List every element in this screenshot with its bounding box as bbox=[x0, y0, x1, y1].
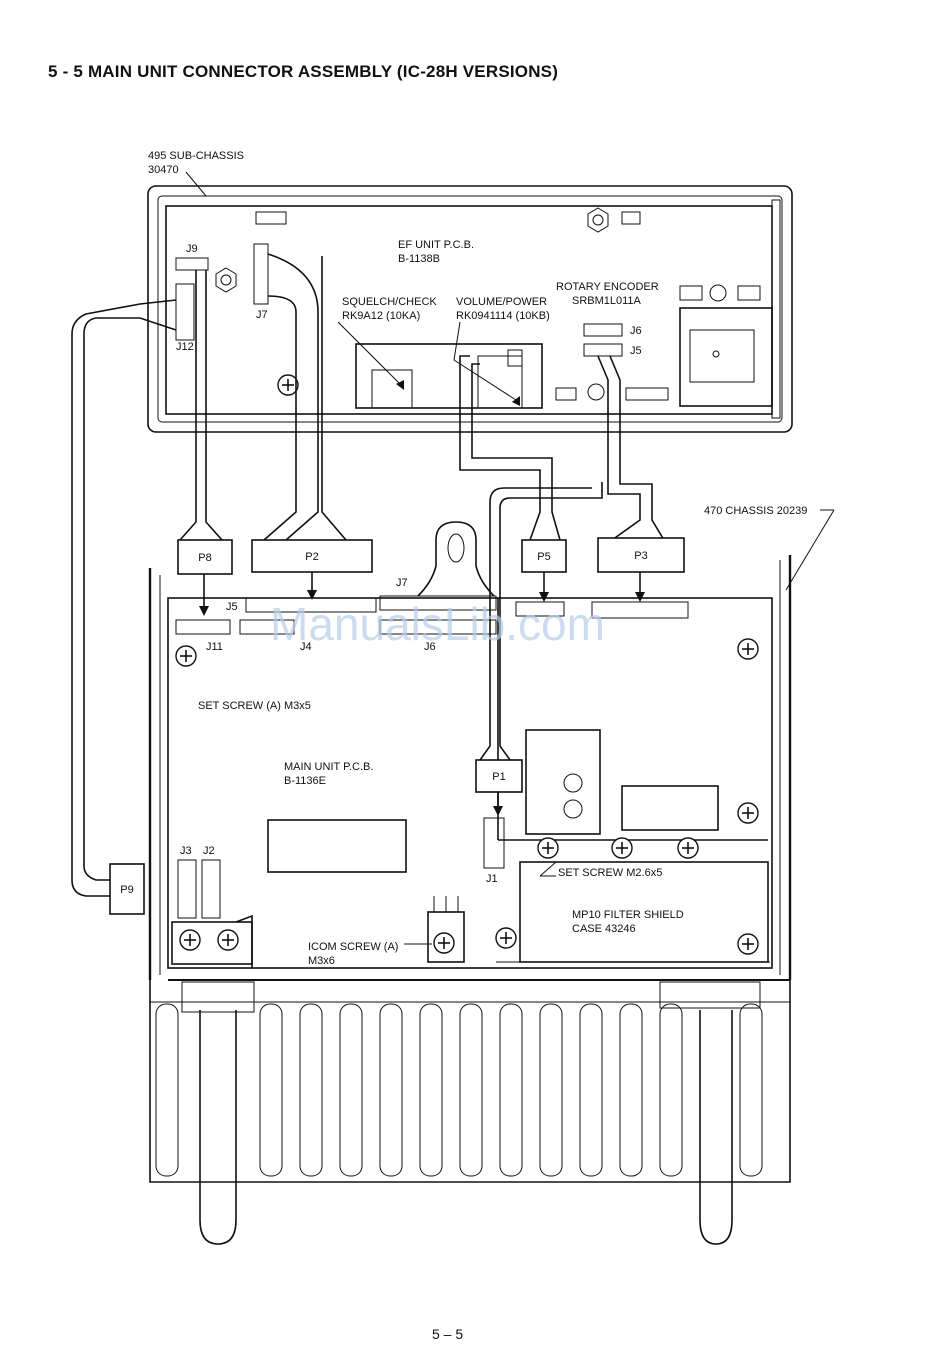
set-screw-a-icon bbox=[175, 645, 197, 667]
ef-j12-connector bbox=[175, 283, 195, 341]
icom-screw-icon bbox=[433, 932, 455, 954]
screw-icon bbox=[737, 638, 759, 660]
label-p8: P8 bbox=[198, 552, 211, 564]
plug-p1 bbox=[475, 759, 523, 793]
label-p5: P5 bbox=[537, 551, 550, 563]
label-p1: P1 bbox=[492, 771, 505, 783]
label-volume-num: RK0941114 (10KB) bbox=[456, 310, 550, 322]
label-p2: P2 bbox=[305, 551, 318, 563]
label-icom-screw: ICOM SCREW (A) bbox=[308, 941, 398, 953]
label-chassis-470: 470 CHASSIS 20239 bbox=[704, 505, 807, 517]
page-title: 5 - 5 MAIN UNIT CONNECTOR ASSEMBLY (IC-2… bbox=[48, 62, 559, 81]
screw-icon bbox=[677, 837, 699, 859]
screw-icon bbox=[737, 933, 759, 955]
label-main-j11: J11 bbox=[206, 641, 223, 653]
label-mp10-case: CASE 43246 bbox=[572, 923, 636, 935]
leader-lines bbox=[185, 171, 835, 945]
screw-icon bbox=[737, 802, 759, 824]
ef-unit-components bbox=[175, 207, 773, 409]
label-main-j1: J1 bbox=[486, 873, 498, 885]
label-main-j2: J2 bbox=[203, 845, 215, 857]
diagram-labels: 495 SUB-CHASSIS 30470 EF UNIT P.C.B. B-1… bbox=[120, 150, 807, 967]
ef-screw-icon bbox=[277, 374, 299, 396]
page-number: 5 – 5 bbox=[432, 1326, 464, 1342]
ef-j5-connector bbox=[583, 343, 623, 357]
heatsink bbox=[149, 980, 791, 1245]
plug-p3 bbox=[597, 537, 685, 573]
label-rotary-encoder-num: SRBM1L011A bbox=[572, 295, 642, 307]
label-sub-chassis: 495 SUB-CHASSIS bbox=[148, 150, 244, 162]
main-chassis bbox=[148, 555, 792, 981]
label-main-j4: J4 bbox=[300, 641, 312, 653]
main-j11-connector bbox=[175, 619, 231, 635]
plug-p2 bbox=[251, 539, 373, 573]
label-main-j5: J5 bbox=[226, 601, 238, 613]
main-j1-connector bbox=[483, 817, 505, 869]
label-main-j3: J3 bbox=[180, 845, 192, 857]
label-set-screw-m26: SET SCREW M2.6x5 bbox=[558, 867, 662, 879]
label-squelch-num: RK9A12 (10KA) bbox=[342, 310, 420, 322]
label-sub-chassis-num: 30470 bbox=[148, 164, 179, 176]
label-volume: VOLUME/POWER bbox=[456, 296, 547, 308]
ef-j6-connector bbox=[583, 323, 623, 337]
label-main-unit: MAIN UNIT P.C.B. bbox=[284, 761, 373, 773]
plug-p9 bbox=[109, 863, 145, 915]
main-j2-connector bbox=[201, 859, 221, 919]
label-main-j6: J6 bbox=[424, 641, 436, 653]
label-set-screw-a: SET SCREW (A) M3x5 bbox=[198, 700, 311, 712]
wiring bbox=[71, 253, 685, 915]
label-ef-j6: J6 bbox=[630, 325, 642, 337]
label-main-j7: J7 bbox=[396, 577, 408, 589]
plug-p8 bbox=[177, 539, 233, 575]
label-rotary-encoder: ROTARY ENCODER bbox=[556, 281, 659, 293]
ef-j9-connector bbox=[175, 257, 209, 271]
main-j4-connector bbox=[239, 619, 295, 635]
main-j6-connector bbox=[379, 619, 497, 635]
ef-j7-connector bbox=[253, 243, 269, 305]
screw-icon bbox=[217, 929, 239, 951]
label-ef-unit-num: B-1138B bbox=[398, 253, 440, 265]
screw-icon bbox=[611, 837, 633, 859]
set-screw-m26-icon bbox=[537, 837, 559, 859]
label-mp10: MP10 FILTER SHIELD bbox=[572, 909, 684, 921]
label-squelch: SQUELCH/CHECK bbox=[342, 296, 437, 308]
main-j3-connector bbox=[177, 859, 197, 919]
label-ef-j5: J5 bbox=[630, 345, 642, 357]
label-ef-j7: J7 bbox=[256, 309, 268, 321]
label-icom-screw-size: M3x6 bbox=[308, 955, 335, 967]
label-main-unit-num: B-1136E bbox=[284, 775, 326, 787]
screw-icon bbox=[495, 927, 517, 949]
label-ef-j9: J9 bbox=[186, 243, 198, 255]
label-p3: P3 bbox=[634, 550, 647, 562]
label-ef-j12: J12 bbox=[176, 341, 194, 353]
ef-unit-enclosure bbox=[147, 185, 793, 433]
label-p9: P9 bbox=[120, 884, 133, 896]
screw-icon bbox=[179, 929, 201, 951]
label-ef-unit: EF UNIT P.C.B. bbox=[398, 239, 474, 251]
watermark-text: ManualsLib.com bbox=[270, 598, 605, 650]
main-j7-connector bbox=[379, 595, 497, 611]
